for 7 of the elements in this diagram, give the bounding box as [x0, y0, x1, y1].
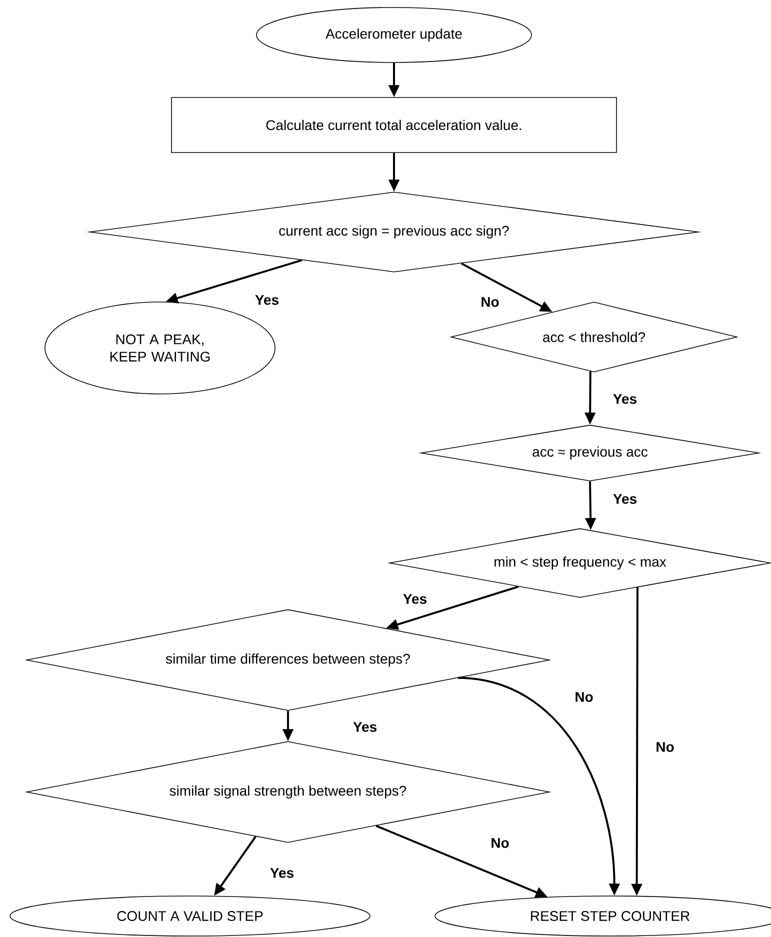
- edge-label: No: [654, 740, 676, 754]
- edge-label: Yes: [612, 392, 638, 406]
- edge-label: Yes: [268, 866, 296, 880]
- edge-label: Yes: [612, 492, 638, 506]
- process-box: Calculate current total acceleration value.: [171, 97, 617, 153]
- edge-label: Yes: [352, 720, 378, 734]
- edge-label: No: [573, 690, 595, 704]
